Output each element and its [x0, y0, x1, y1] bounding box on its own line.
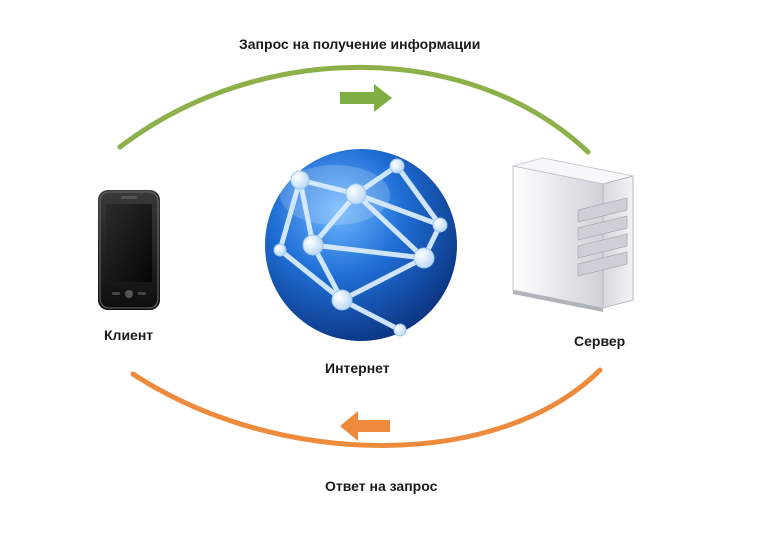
arrow-left-icon [340, 411, 390, 441]
internet-label: Интернет [325, 360, 390, 376]
request-label: Запрос на получение информации [239, 36, 481, 52]
client-label: Клиент [104, 327, 154, 343]
server-label: Сервер [574, 333, 626, 349]
server-tower-icon [512, 157, 634, 312]
globe-network-icon [265, 149, 457, 341]
request-arc [117, 64, 591, 155]
response-label: Ответ на запрос [325, 478, 438, 494]
smartphone-icon [98, 190, 160, 310]
arrow-right-icon [340, 84, 392, 112]
response-arc [130, 367, 603, 448]
